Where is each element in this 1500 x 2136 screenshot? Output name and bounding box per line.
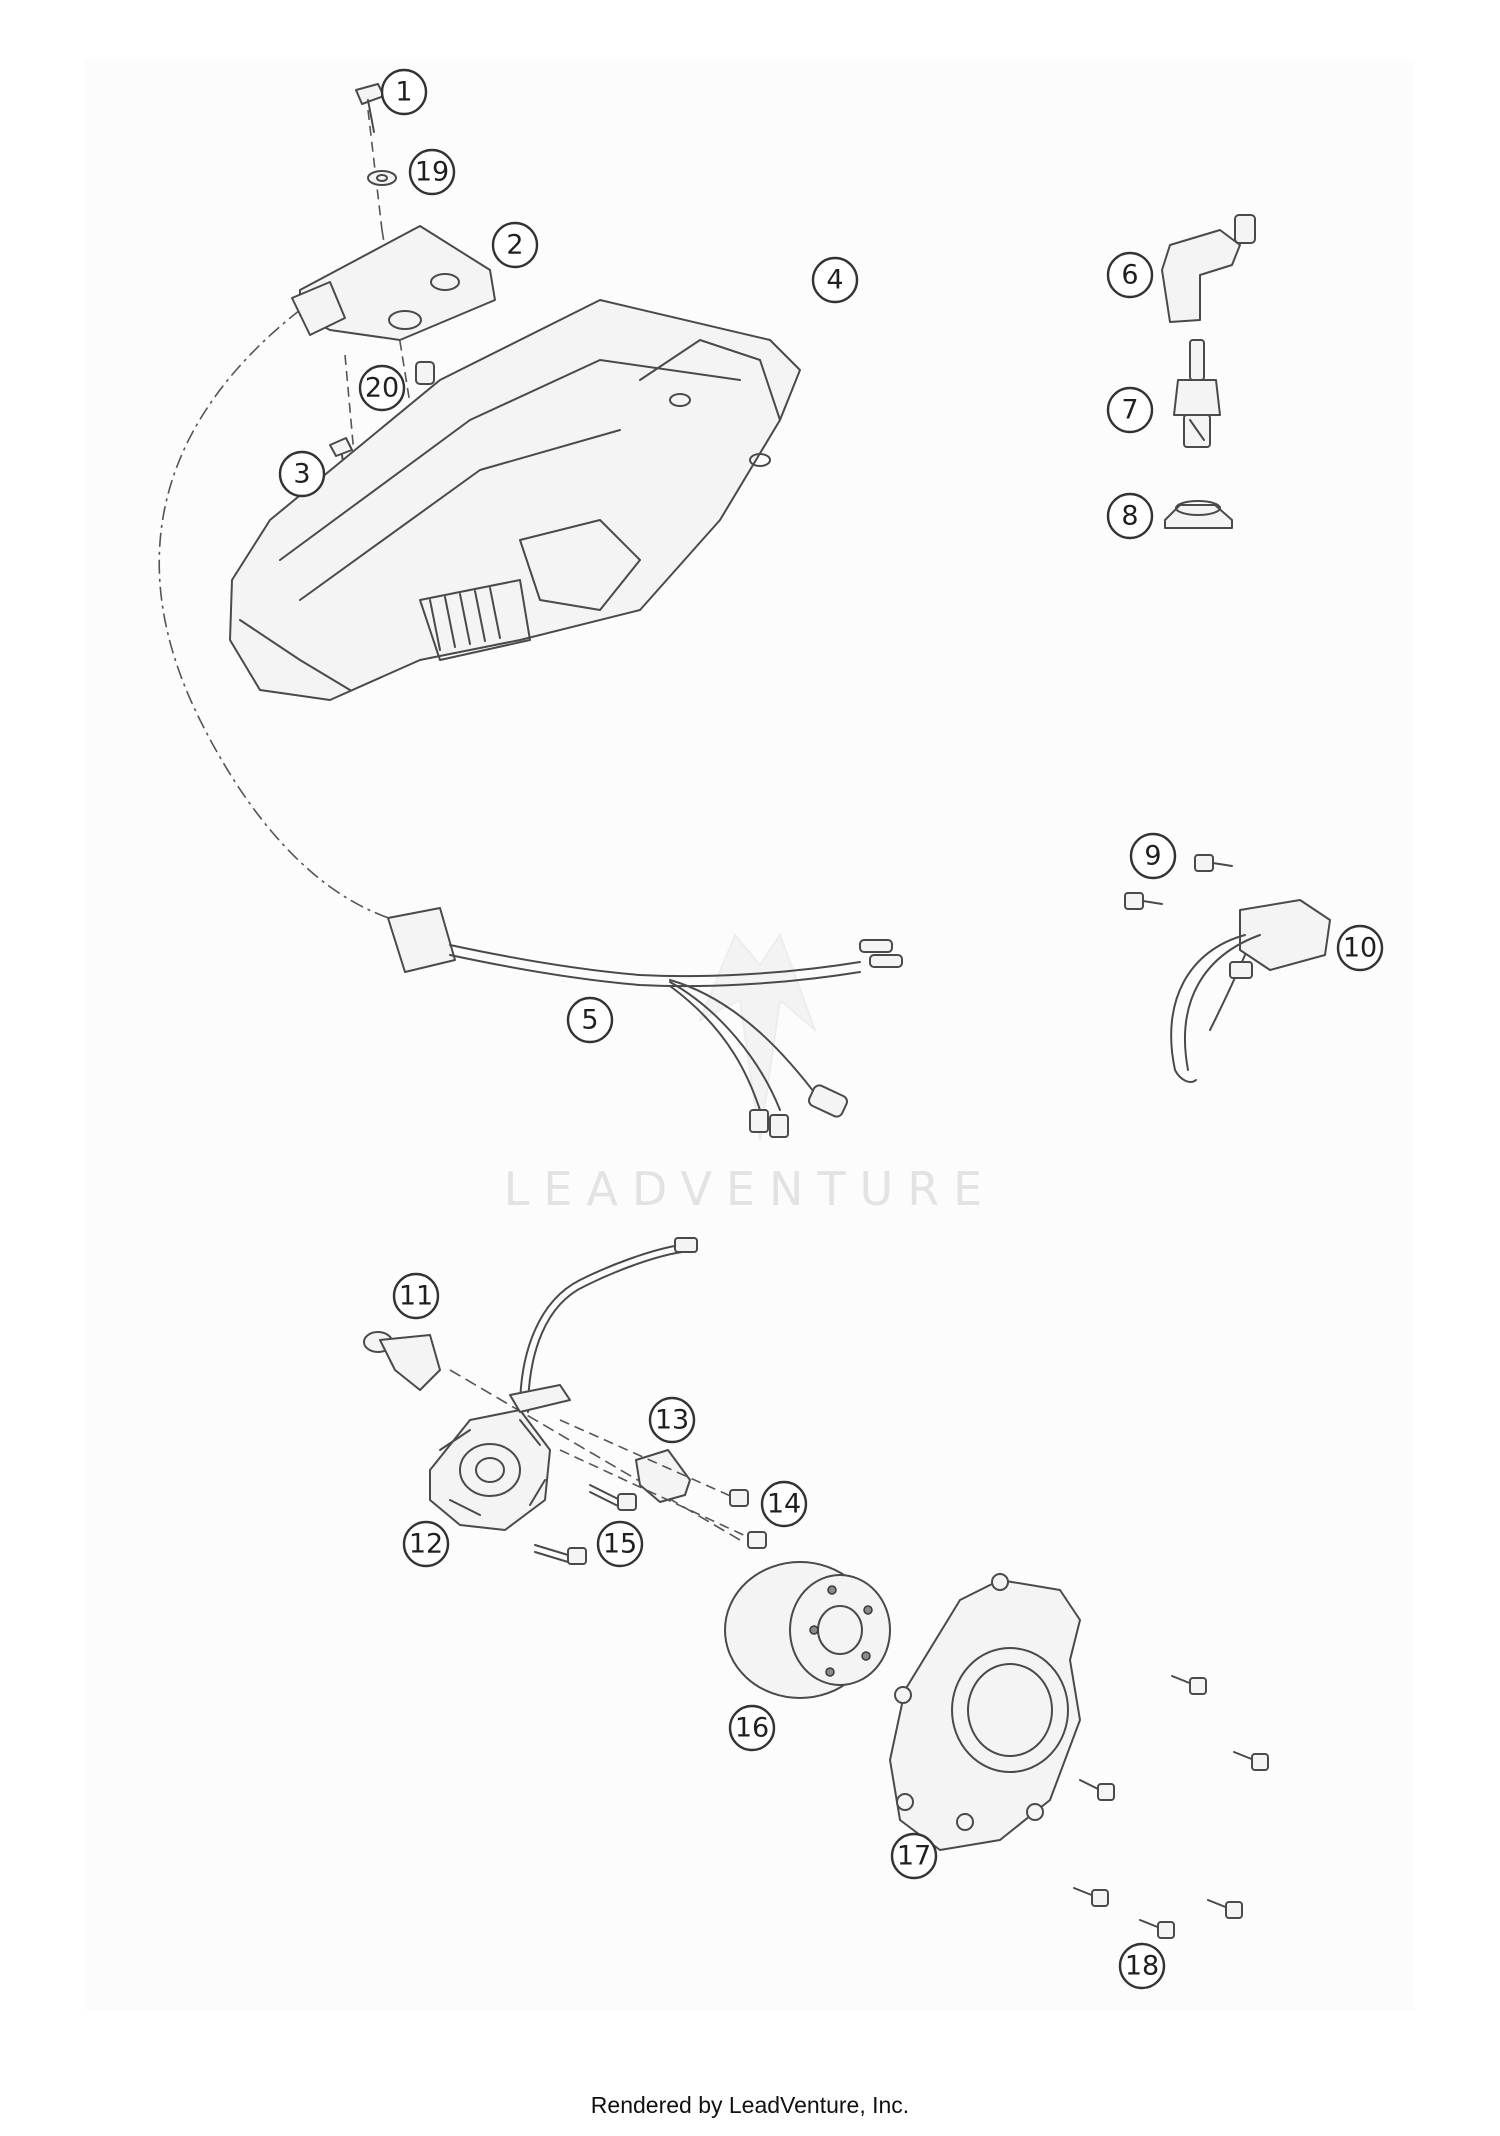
airbox-ribs: [429, 587, 501, 651]
callout-14: 14: [760, 1480, 808, 1528]
callout-19-label: 19: [415, 157, 449, 188]
callout-9-label: 9: [1144, 841, 1161, 872]
part-1-bolt: [355, 83, 385, 133]
callout-2-label: 2: [506, 230, 523, 261]
part-4-airbox: [229, 299, 801, 701]
part-9-screws: [1124, 854, 1233, 910]
callout-15-label: 15: [603, 1529, 637, 1560]
callout-5-label: 5: [581, 1005, 598, 1036]
callout-9: 9: [1129, 832, 1177, 880]
callout-13: 13: [648, 1396, 696, 1444]
part-16-flywheel: [724, 1561, 891, 1699]
callout-1: 1: [380, 68, 428, 116]
callout-18: 18: [1118, 1942, 1166, 1990]
part-19-washer: [367, 170, 397, 186]
callout-2: 2: [491, 221, 539, 269]
part-17-ignition-cover: [889, 1573, 1081, 1851]
callout-18-label: 18: [1125, 1951, 1159, 1982]
callout-11: 11: [392, 1272, 440, 1320]
part-6-spark-plug-cap: [1161, 214, 1256, 323]
callout-12-label: 12: [409, 1529, 443, 1560]
callout-4: 4: [811, 256, 859, 304]
part-2-ecu: [291, 225, 496, 341]
part-12-stator: [429, 1237, 698, 1531]
part-20-spacer: [415, 361, 435, 385]
callout-7: 7: [1106, 386, 1154, 434]
callout-6: 6: [1106, 251, 1154, 299]
callout-17-label: 17: [897, 1841, 931, 1872]
callout-1-label: 1: [395, 77, 412, 108]
leader-line-ecu-to-harness: [158, 309, 396, 921]
callout-12: 12: [402, 1520, 450, 1568]
callout-10-label: 10: [1343, 933, 1377, 964]
watermark-text: LEADVENTURE: [504, 1162, 997, 1216]
part-15-bolts: [534, 1484, 637, 1565]
part-5-wire-harness: [387, 907, 903, 1138]
callouts: 1 19 2 4 20 3 6 7 8 9 10 5 11 13 14 12 1…: [278, 68, 1384, 1990]
callout-15: 15: [596, 1520, 644, 1568]
callout-7-label: 7: [1121, 395, 1138, 426]
part-8-grommet: [1164, 500, 1233, 529]
part-10-ignition-coil: [1170, 899, 1331, 1083]
callout-16: 16: [728, 1704, 776, 1752]
callout-14-label: 14: [767, 1489, 801, 1520]
callout-5: 5: [566, 996, 614, 1044]
callout-13-label: 13: [655, 1405, 689, 1436]
watermark: LEADVENTURE: [504, 932, 997, 1216]
footer-credit: Rendered by LeadVenture, Inc.: [590, 2092, 910, 2118]
callout-8: 8: [1106, 492, 1154, 540]
part-13-cable-guide: [635, 1449, 691, 1503]
callout-6-label: 6: [1121, 260, 1138, 291]
callout-20-label: 20: [365, 373, 399, 404]
part-14-screws: [559, 1419, 767, 1549]
callout-10: 10: [1336, 924, 1384, 972]
callout-11-label: 11: [399, 1281, 433, 1312]
callout-3: 3: [278, 450, 326, 498]
callout-17: 17: [890, 1832, 938, 1880]
part-18-cover-bolts: [1073, 1675, 1269, 1939]
callout-16-label: 16: [735, 1713, 769, 1744]
part-7-spark-plug: [1173, 339, 1221, 448]
callout-20: 20: [358, 364, 406, 412]
callout-3-label: 3: [293, 459, 310, 490]
callout-19: 19: [408, 148, 456, 196]
callout-8-label: 8: [1121, 501, 1138, 532]
callout-4-label: 4: [826, 265, 843, 296]
